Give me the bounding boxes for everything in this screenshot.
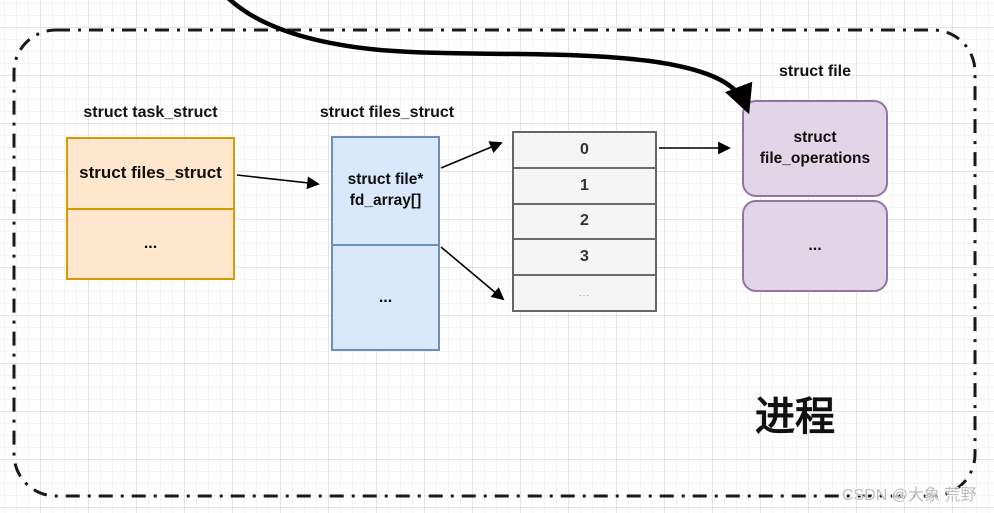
fd-table-row-1: 1: [514, 169, 655, 205]
task-struct-box: struct files_struct ...: [66, 137, 235, 280]
arrow-task-to-files: [236, 174, 320, 190]
watermark: CSDN @大象 荒野: [842, 487, 977, 504]
arrow-fdarray-to-row0: [440, 141, 503, 169]
external-to-fileops-arrow: [226, 0, 753, 115]
file-struct-ellipsis-box: ...: [742, 200, 888, 292]
fd-table-row-2: 2: [514, 205, 655, 241]
process-label: 进程: [755, 395, 835, 439]
fd-table-row-ellipsis: ...: [578, 287, 591, 299]
fd-array-cell: struct file* fd_array[]: [333, 138, 438, 246]
file-operations-box: struct file_operations: [742, 100, 888, 197]
fd-table-row-0: 0: [514, 133, 655, 169]
task-struct-ellipsis-cell: ...: [143, 235, 158, 253]
files-struct-box: struct file* fd_array[] ...: [331, 136, 440, 351]
task-struct-title: struct task_struct: [83, 104, 218, 121]
files-struct-title: struct files_struct: [319, 104, 455, 121]
file-struct-title: struct file: [778, 63, 851, 80]
fd-table-row-3: 3: [514, 240, 655, 277]
arrow-fdarray-to-rowlast: [440, 246, 505, 301]
fd-table: 0 1 2 3 ...: [512, 131, 657, 312]
task-struct-member-cell: struct files_struct: [68, 139, 233, 210]
files-struct-ellipsis-cell: ...: [378, 288, 393, 306]
